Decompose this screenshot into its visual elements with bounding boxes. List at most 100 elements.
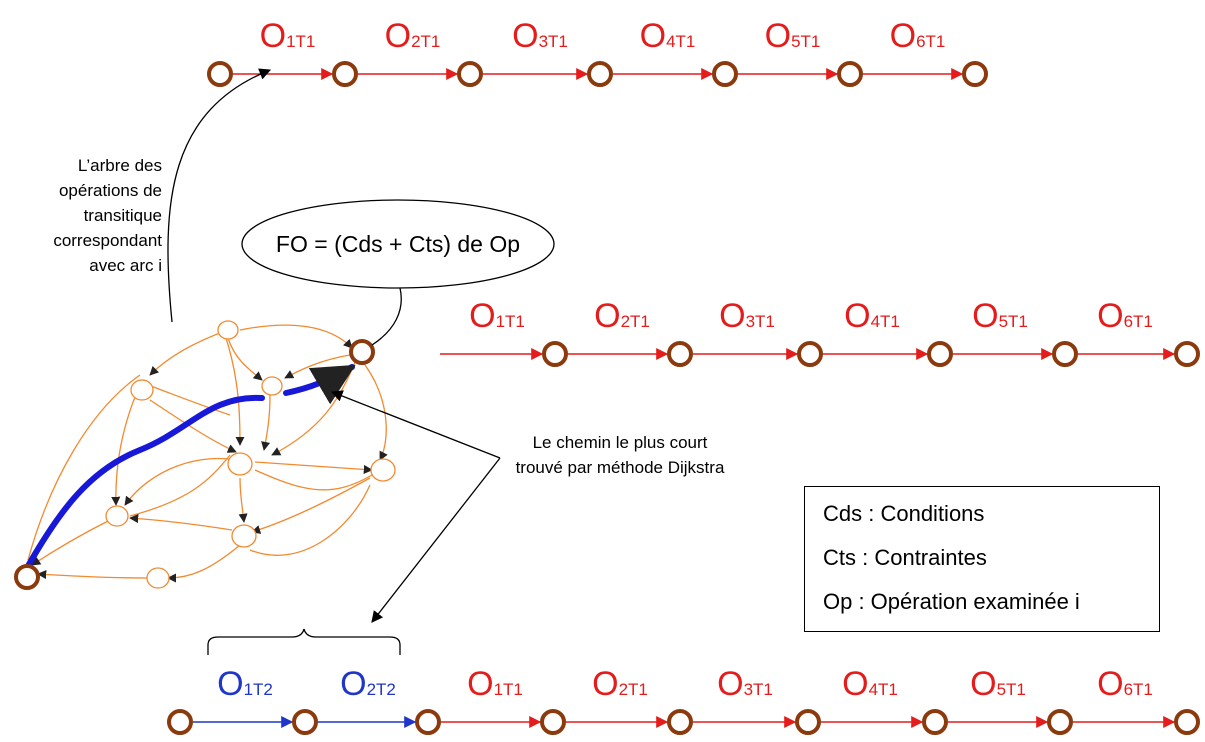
operation-letter: O xyxy=(970,665,996,703)
graph-edge xyxy=(271,361,356,456)
tree-note-line: avec arc i xyxy=(89,256,162,275)
operation-label: O5T1 xyxy=(970,665,1026,703)
shortest-path-note-line: Le chemin le plus court xyxy=(533,433,708,452)
operation-label: O6T1 xyxy=(890,17,946,55)
fo-ellipse xyxy=(241,199,555,289)
graph-node xyxy=(231,524,257,548)
legend-cts: Cts : Contraintes xyxy=(823,545,987,570)
operation-index: 1T1 xyxy=(494,680,523,699)
graph-edge xyxy=(37,569,149,580)
operation-label: O4T1 xyxy=(640,17,696,55)
graph-node xyxy=(370,458,396,482)
chain-node xyxy=(667,709,693,735)
graph-edge xyxy=(111,384,141,506)
fo-label: FO = (Cds + Cts) de Op xyxy=(276,231,520,257)
operation-label: O3T1 xyxy=(717,665,773,703)
operation-index: 2T1 xyxy=(619,680,648,699)
fo-connector xyxy=(371,287,402,346)
operation-label: O1T1 xyxy=(469,297,525,335)
tree-arrow xyxy=(167,68,272,323)
operation-label: O3T1 xyxy=(512,17,568,55)
operation-index: 2T1 xyxy=(621,312,650,331)
tree-note-line: L’arbre des xyxy=(78,156,162,175)
chain-node xyxy=(1047,709,1073,735)
graph-start-node xyxy=(14,564,40,590)
chain-node xyxy=(457,61,483,87)
operation-letter: O xyxy=(719,297,745,335)
chain-node xyxy=(1174,709,1200,735)
operation-letter: O xyxy=(1097,297,1123,335)
operation-label: O2T1 xyxy=(594,297,650,335)
operation-index: 6T1 xyxy=(1124,680,1153,699)
dijkstra-arrow-down xyxy=(371,457,501,623)
operation-index: 4T1 xyxy=(871,312,900,331)
shortest-path xyxy=(25,394,265,569)
graph-node xyxy=(105,505,129,527)
operation-letter: O xyxy=(972,297,998,335)
graph-node xyxy=(217,320,239,340)
operation-label: O1T1 xyxy=(467,665,523,703)
shortest-path-note: Le chemin le plus court trouvé par métho… xyxy=(516,433,725,477)
operation-index: 1T2 xyxy=(244,680,273,699)
chain-node xyxy=(922,709,948,735)
graph-end-node xyxy=(349,339,375,365)
dijkstra-arrow-up xyxy=(330,390,501,459)
shortest-path-note-line: trouvé par méthode Dijkstra xyxy=(516,458,725,477)
operation-label: O2T2 xyxy=(340,665,396,703)
chain-node xyxy=(1052,341,1078,367)
graph-edge xyxy=(261,394,271,451)
operation-index: 3T1 xyxy=(744,680,773,699)
operation-letter: O xyxy=(890,17,916,55)
graph-nodes xyxy=(105,320,396,589)
legend-op: Op : Opération examinée i xyxy=(823,589,1080,614)
operation-index: 4T1 xyxy=(666,32,695,51)
graph-node xyxy=(130,379,154,401)
chain-node xyxy=(927,341,953,367)
legend-box: Cds : Conditions Cts : Contraintes Op : … xyxy=(804,486,1160,632)
graph-edge xyxy=(254,461,373,475)
graph-edge xyxy=(167,544,241,583)
operation-letter: O xyxy=(844,297,870,335)
graph-edge xyxy=(124,457,246,506)
chain-node xyxy=(540,709,566,735)
chain-node xyxy=(292,709,318,735)
graph-edge xyxy=(129,514,233,531)
graph-edge xyxy=(31,519,111,566)
graph-edge xyxy=(239,324,353,349)
operation-index: 1T1 xyxy=(286,32,315,51)
operation-letter: O xyxy=(592,665,618,703)
operations-graph xyxy=(27,324,388,583)
graph-edge xyxy=(147,384,231,416)
operation-letter: O xyxy=(512,17,538,55)
graph-edge xyxy=(249,484,371,556)
operation-index: 5T1 xyxy=(999,312,1028,331)
chain-node xyxy=(542,341,568,367)
graph-edge xyxy=(149,399,237,453)
chain-node xyxy=(795,709,821,735)
operation-index: 5T1 xyxy=(997,680,1026,699)
operation-letter: O xyxy=(469,297,495,335)
operation-label: O2T1 xyxy=(385,17,441,55)
operation-index: 3T1 xyxy=(746,312,775,331)
operation-letter: O xyxy=(340,665,366,703)
shortest-path-end xyxy=(283,364,356,405)
tree-note: L’arbre des opérations de transitique co… xyxy=(53,156,162,275)
operation-letter: O xyxy=(594,297,620,335)
chain-node xyxy=(415,709,441,735)
operation-letter: O xyxy=(260,17,286,55)
graph-edge xyxy=(224,334,245,446)
chain-node xyxy=(797,341,823,367)
operation-label: O1T2 xyxy=(217,665,273,703)
operation-index: 2T1 xyxy=(411,32,440,51)
graph-edge xyxy=(254,469,373,491)
operation-letter: O xyxy=(717,665,743,703)
graph-edge xyxy=(149,329,229,376)
tree-note-line: opérations de xyxy=(59,181,162,200)
operation-label: O2T1 xyxy=(592,665,648,703)
graph-edge xyxy=(27,374,141,561)
operation-letter: O xyxy=(765,17,791,55)
chain-node xyxy=(1174,341,1200,367)
graph-node xyxy=(146,567,170,589)
